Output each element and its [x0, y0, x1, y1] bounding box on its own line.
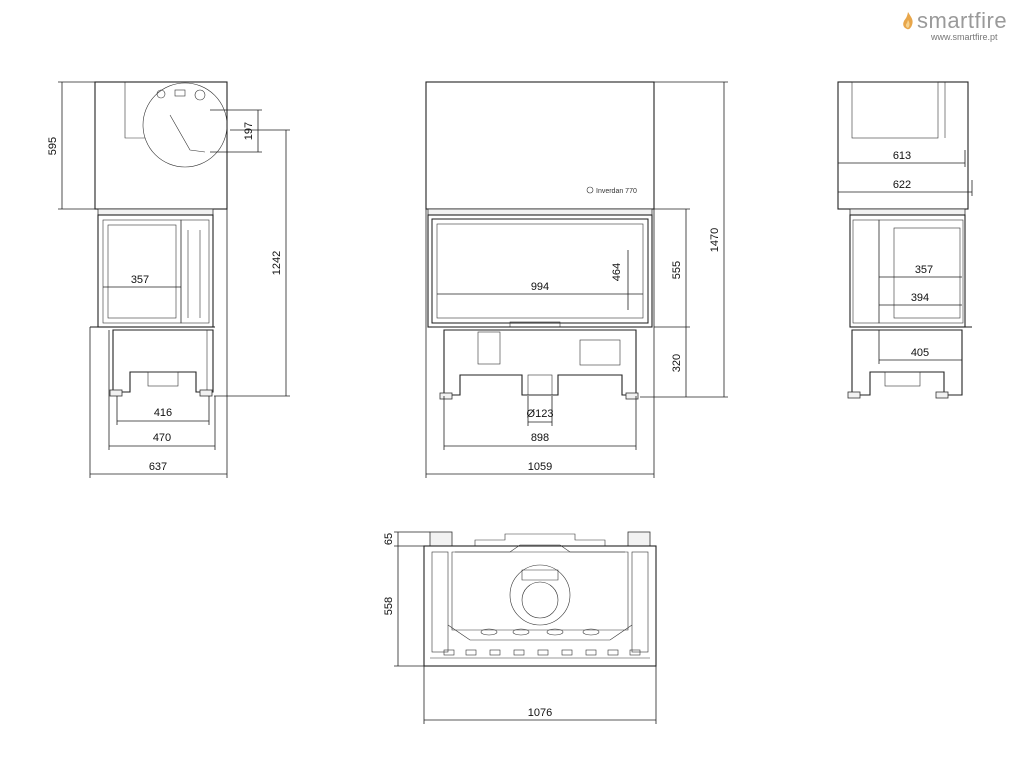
dim-right-613: 613	[893, 150, 911, 162]
top-flue-ring	[509, 564, 571, 626]
dim-right-357: 357	[915, 264, 933, 276]
brand-url: www.smartfire.pt	[931, 32, 998, 42]
right-side-view: 613 622 357 394 405	[837, 81, 973, 399]
brand-name: smartfire	[917, 8, 1008, 33]
dim-right-622: 622	[893, 179, 911, 191]
dim-left-416: 416	[154, 407, 172, 419]
left-hood	[94, 81, 228, 210]
smartfire-logo: smartfire www.smartfire.pt	[895, 6, 1020, 46]
dim-top-65: 65	[383, 533, 395, 545]
dim-left-197: 197	[243, 122, 255, 140]
front-hood	[425, 81, 655, 210]
dim-left-357: 357	[131, 274, 149, 286]
dim-front-123: Ø123	[527, 408, 554, 420]
dim-front-320: 320	[671, 354, 683, 372]
dim-front-1059: 1059	[528, 461, 552, 473]
dim-left-1242: 1242	[271, 251, 283, 275]
left-base	[112, 329, 214, 393]
right-firebox	[849, 214, 966, 328]
dim-left-637: 637	[149, 461, 167, 473]
dim-front-464: 464	[611, 263, 623, 281]
dim-left-470: 470	[153, 432, 171, 444]
front-glass-frame	[431, 218, 649, 324]
dim-front-898: 898	[531, 432, 549, 444]
left-flue-circle	[142, 82, 228, 168]
right-hood	[837, 81, 969, 210]
top-view: 65 558 1076	[383, 531, 657, 724]
dim-right-405: 405	[911, 347, 929, 359]
front-door	[427, 214, 653, 328]
left-side-view: 595 197 1242 357 416 470 637	[47, 81, 290, 478]
dim-front-1470: 1470	[709, 228, 721, 252]
front-view: Inverdan 770	[425, 81, 728, 478]
dim-front-994: 994	[531, 281, 549, 293]
front-brand-label: Inverdan 770	[596, 188, 637, 195]
dim-right-394: 394	[911, 292, 929, 304]
dim-top-1076: 1076	[528, 707, 552, 719]
top-body	[423, 545, 657, 667]
left-firebox	[97, 214, 214, 328]
flame-icon	[903, 12, 913, 30]
dim-top-558: 558	[383, 597, 395, 615]
dim-left-595: 595	[47, 137, 59, 155]
dim-front-555: 555	[671, 261, 683, 279]
right-base	[851, 329, 963, 396]
